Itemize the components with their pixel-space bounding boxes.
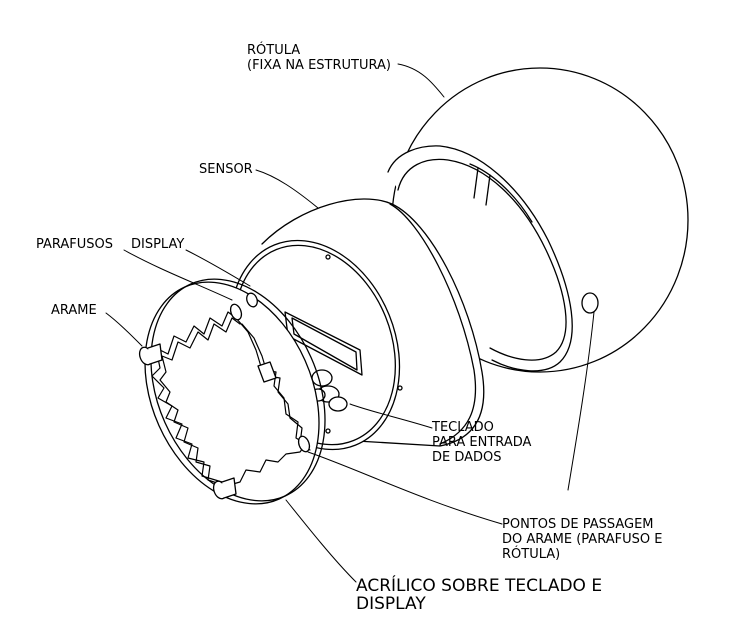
- label-teclado: TECLADO PARA ENTRADA DE DADOS: [432, 420, 531, 465]
- label-teclado-line1: TECLADO: [432, 420, 494, 435]
- label-display: DISPLAY: [131, 237, 185, 252]
- label-pontos: PONTOS DE PASSAGEM DO ARAME (PARAFUSO E …: [502, 517, 662, 562]
- rotula-sphere: [387, 67, 689, 373]
- label-rotula-line1: RÓTULA: [247, 43, 301, 58]
- label-acrilico-line2: DISPLAY: [356, 594, 426, 614]
- label-teclado-line2: PARA ENTRADA: [432, 435, 532, 450]
- label-sensor: SENSOR: [199, 162, 253, 177]
- label-pontos-line1: PONTOS DE PASSAGEM: [502, 517, 654, 532]
- display-window: [284, 311, 363, 376]
- leader-lines: [105, 63, 595, 583]
- screws: [138, 292, 311, 500]
- label-rotula: RÓTULA (FIXA NA ESTRUTURA): [247, 43, 391, 73]
- label-rotula-line2: (FIXA NA ESTRUTURA): [247, 58, 391, 73]
- label-acrilico-line1: ACRÍLICO SOBRE TECLADO E: [356, 576, 603, 596]
- label-parafusos: PARAFUSOS: [36, 237, 114, 252]
- label-pontos-line3: RÓTULA): [502, 547, 561, 562]
- label-acrilico: ACRÍLICO SOBRE TECLADO E DISPLAY: [356, 577, 602, 613]
- label-teclado-line3: DE DADOS: [432, 450, 502, 465]
- label-pontos-line2: DO ARAME (PARAFUSO E: [502, 532, 663, 547]
- label-arame: ARAME: [51, 303, 97, 318]
